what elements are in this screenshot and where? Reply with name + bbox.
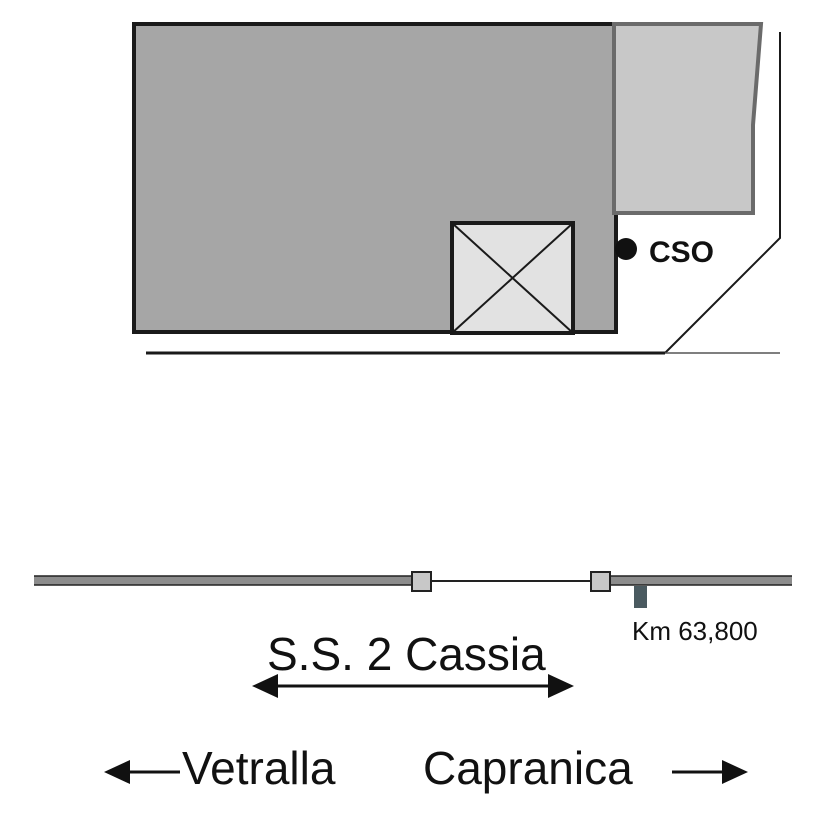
km-label: Km 63,800 (632, 616, 758, 646)
cso-marker-label: CSO (649, 236, 714, 269)
direction-right-label: Capranica (423, 742, 633, 794)
cso-marker-dot (615, 238, 637, 260)
annex-building (612, 22, 764, 215)
road-extent-arrow (252, 674, 574, 698)
direction-left-arrow (104, 760, 180, 784)
direction-left-label: Vetralla (182, 742, 336, 794)
site-boundary (146, 32, 781, 355)
road-name: S.S. 2 Cassia (267, 628, 546, 680)
road-node-right (590, 571, 611, 592)
road (34, 575, 792, 586)
crossed-box (450, 221, 575, 335)
direction-right-arrow (672, 760, 748, 784)
km-post (634, 586, 647, 608)
road-node-left (411, 571, 432, 592)
